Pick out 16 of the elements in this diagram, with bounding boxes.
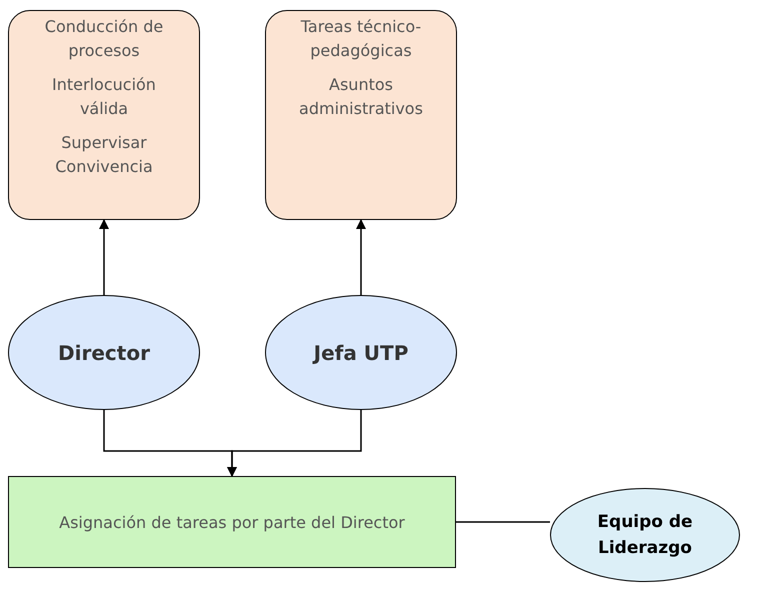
arrow xyxy=(227,410,362,477)
connector-line xyxy=(456,521,550,523)
arrow xyxy=(99,219,109,295)
node-text: Director xyxy=(58,340,150,364)
node-text: Asignación de tareas por parte del Director xyxy=(59,512,405,532)
arrow xyxy=(356,219,366,295)
node-text: Conducción de procesos xyxy=(44,16,164,62)
task-box xyxy=(265,10,457,220)
node-text: Asuntos administrativos xyxy=(298,74,424,120)
process-box xyxy=(8,476,456,568)
node-text: Supervisar Convivencia xyxy=(54,132,154,178)
task-box xyxy=(8,10,200,220)
node-text: Equipo de Liderazgo xyxy=(596,511,694,560)
node-text: Jefa UTP xyxy=(314,340,408,364)
node-text: Interlocución válida xyxy=(51,74,157,120)
node-text: Tareas técnico-pedagógicas xyxy=(300,16,422,62)
